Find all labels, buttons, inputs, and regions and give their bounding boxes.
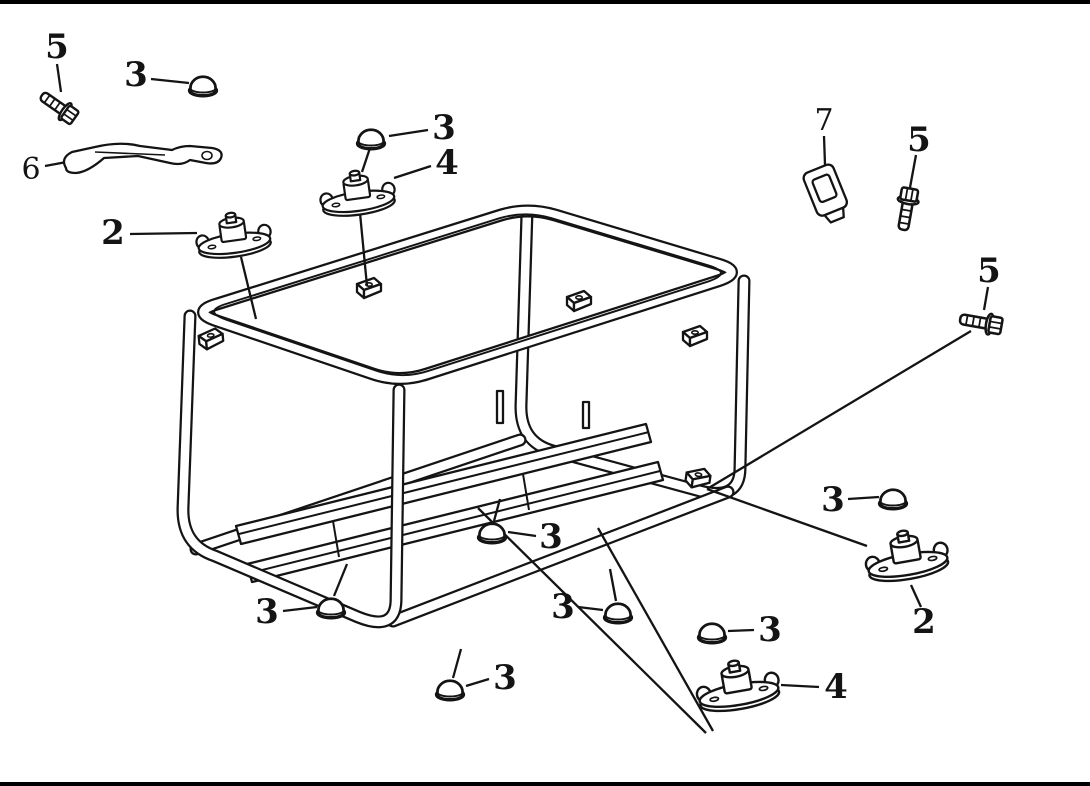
callout-label-2: 2 — [912, 602, 936, 642]
stay-bracket-icon — [62, 142, 223, 175]
callout-label-3: 3 — [493, 658, 517, 698]
callout-label-3: 3 — [551, 587, 575, 627]
frame-top-rim-tube — [197, 204, 738, 385]
callout-label-4: 4 — [824, 667, 848, 707]
cap-nut-icon — [696, 622, 728, 645]
leader-lines — [44, 63, 990, 734]
frame-mount-tab — [565, 289, 593, 313]
callout-label-4: 4 — [435, 143, 459, 183]
frame-mount-tab — [355, 276, 383, 300]
callout-label-7: 7 — [814, 103, 833, 138]
rubber-mount-icon — [315, 164, 399, 221]
rubber-mount-icon — [191, 206, 275, 263]
frame-rim-inner-edge — [213, 213, 722, 377]
rubber-mount-icon — [691, 652, 784, 718]
cap-nut-icon — [476, 522, 508, 545]
frame-mount-tab — [681, 324, 709, 348]
callout-label-3: 3 — [432, 108, 456, 148]
frame-front-loop-tube — [176, 309, 406, 629]
rubber-mount-icon — [860, 522, 953, 588]
callout-label-6: 6 — [21, 152, 40, 187]
callout-label-5: 5 — [977, 251, 1001, 291]
cap-nut-icon — [315, 597, 347, 620]
parts — [35, 75, 1005, 718]
flange-bolt-icon — [891, 185, 922, 233]
cap-nut-icon — [602, 602, 634, 625]
callout-label-5: 5 — [45, 27, 69, 67]
frame-stud — [495, 389, 505, 425]
callout-label-3: 3 — [758, 610, 782, 650]
frame-mount-tab — [197, 326, 225, 352]
flange-bolt-icon — [957, 307, 1005, 338]
callout-labels: 5 3 6 3 4 2 7 5 5 3 2 3 3 3 3 3 4 — [21, 27, 1000, 707]
base-skid — [234, 422, 665, 584]
cap-nut-icon — [187, 75, 219, 98]
page-top-border — [0, 0, 1090, 4]
callout-label-3: 3 — [821, 480, 845, 520]
callout-label-3: 3 — [255, 592, 279, 632]
callout-label-2: 2 — [101, 213, 125, 253]
cap-nut-icon — [355, 128, 387, 151]
callout-label-3: 3 — [539, 517, 563, 557]
pipe-clamp-icon — [802, 163, 849, 224]
flange-bolt-icon — [35, 85, 82, 128]
callout-label-3: 3 — [124, 55, 148, 95]
cap-nut-icon — [877, 488, 909, 511]
page-bottom-border — [0, 782, 1090, 786]
cap-nut-icon — [434, 679, 466, 702]
frame-stud — [581, 400, 591, 430]
callout-label-5: 5 — [907, 120, 931, 160]
frame-drawing — [176, 204, 751, 629]
